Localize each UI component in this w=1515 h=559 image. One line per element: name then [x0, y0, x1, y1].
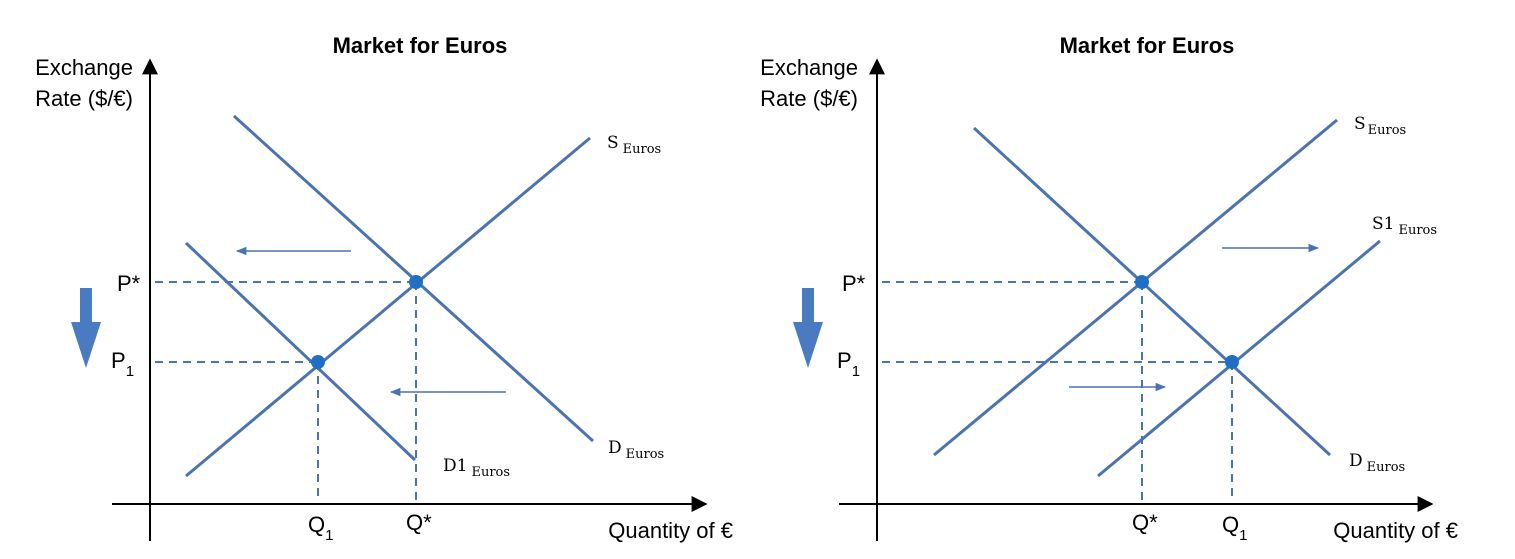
left-y-axis-label-line1: Exchange — [35, 55, 133, 80]
left-p1-label: P1 — [111, 348, 134, 380]
right-q-star-label: Q* — [1132, 510, 1158, 535]
left-q1-label: Q1 — [308, 512, 333, 544]
left-q-star-label: Q* — [406, 510, 432, 535]
left-demand1-curve — [184, 241, 417, 462]
right-equilibrium-point-new — [1225, 355, 1239, 369]
right-p1-label: P1 — [837, 348, 860, 380]
right-x-axis-label: Quantity of € — [1333, 518, 1458, 543]
right-equilibrium-point-original — [1135, 275, 1149, 289]
right-p-star-label: P* — [842, 271, 866, 296]
right-y-axis-label-line1: Exchange — [760, 55, 858, 80]
left-equilibrium-point-original — [409, 275, 423, 289]
left-p-star-label: P* — [117, 271, 141, 296]
right-panel-title: Market for Euros — [1060, 33, 1235, 58]
right-panel: Market for Euros Exchange Rate ($/€) Qua… — [760, 33, 1458, 544]
right-supply1-curve — [1097, 239, 1381, 478]
right-q1-label: Q1 — [1222, 512, 1247, 544]
left-price-decrease-arrow-icon — [71, 288, 101, 368]
left-panel: Market for Euros Exchange Rate ($/€) Qua… — [35, 33, 733, 544]
left-supply-curve — [185, 136, 591, 478]
left-panel-title: Market for Euros — [333, 33, 508, 58]
right-demand-curve — [972, 126, 1332, 457]
left-equilibrium-point-new — [311, 355, 325, 369]
right-y-axis-label-line2: Rate ($/€) — [760, 86, 858, 111]
left-x-axis-label: Quantity of € — [608, 518, 733, 543]
right-supply-curve — [933, 118, 1338, 457]
right-price-decrease-arrow-icon — [793, 288, 823, 368]
left-y-axis-label-line2: Rate ($/€) — [35, 86, 133, 111]
